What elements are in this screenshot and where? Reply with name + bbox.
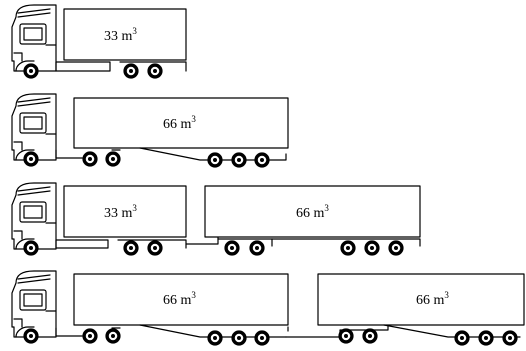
truck-3-wheel (224, 240, 240, 256)
truck-1-wheel (23, 63, 39, 79)
truck-2-wheel (254, 152, 270, 168)
truck-1-container (63, 8, 187, 61)
truck-4-container-rear (317, 273, 525, 326)
truck-3-volume-label-rear: 66 m3 (296, 203, 329, 221)
truck-3-wheel (388, 240, 404, 256)
truck-3-wheel (340, 240, 356, 256)
truck-1-wheel (147, 63, 163, 79)
truck-4-wheel (478, 330, 494, 346)
truck-3-cab (11, 182, 57, 250)
truck-2-wheel (82, 151, 98, 167)
truck-2: 66 m3 (11, 93, 289, 168)
truck-4-wheel (105, 328, 121, 344)
truck-3-volume-label-front: 33 m3 (104, 203, 137, 221)
truck-3: 33 m3 66 m3 (11, 182, 421, 256)
truck-1-volume-label: 33 m3 (104, 26, 137, 44)
truck-4-cab (11, 270, 57, 338)
truck-2-wheel (207, 152, 223, 168)
truck-1-cab (11, 4, 57, 72)
truck-3-wheel (147, 240, 163, 256)
truck-3-container-rear (204, 185, 421, 238)
truck-2-wheel (231, 152, 247, 168)
truck-2-container (73, 97, 289, 149)
truck-4-volume-label-front: 66 m3 (163, 290, 196, 308)
truck-4: 66 m3 66 m3 (11, 270, 525, 346)
truck-4-wheel (338, 328, 354, 344)
truck-3-wheel (249, 240, 265, 256)
truck-3-chassis (55, 239, 109, 249)
truck-2-wheel (105, 151, 121, 167)
truck-3-wheel (123, 240, 139, 256)
truck-3-wheel (23, 240, 39, 256)
truck-1-wheel (123, 63, 139, 79)
truck-4-wheel (502, 330, 518, 346)
truck-3-wheel (364, 240, 380, 256)
truck-2-chassis (55, 149, 83, 159)
truck-4-wheel (254, 330, 270, 346)
truck-4-wheel (82, 328, 98, 344)
truck-4-wheel (207, 330, 223, 346)
truck-4-dolly (285, 325, 389, 338)
truck-4-chassis (55, 327, 83, 337)
truck-4-wheel (362, 328, 378, 344)
truck-2-wheel (23, 151, 39, 167)
truck-4-wheel (23, 328, 39, 344)
truck-1: 33 m3 (11, 4, 187, 79)
truck-4-wheel (231, 330, 247, 346)
truck-2-volume-label: 66 m3 (163, 114, 196, 132)
truck-3-container-front (63, 185, 187, 238)
truck-4-container-front (73, 273, 289, 326)
truck-4-volume-label-rear: 66 m3 (416, 290, 449, 308)
truck-1-chassis (55, 61, 111, 72)
truck-4-wheel (454, 330, 470, 346)
truck-2-cab (11, 93, 57, 161)
